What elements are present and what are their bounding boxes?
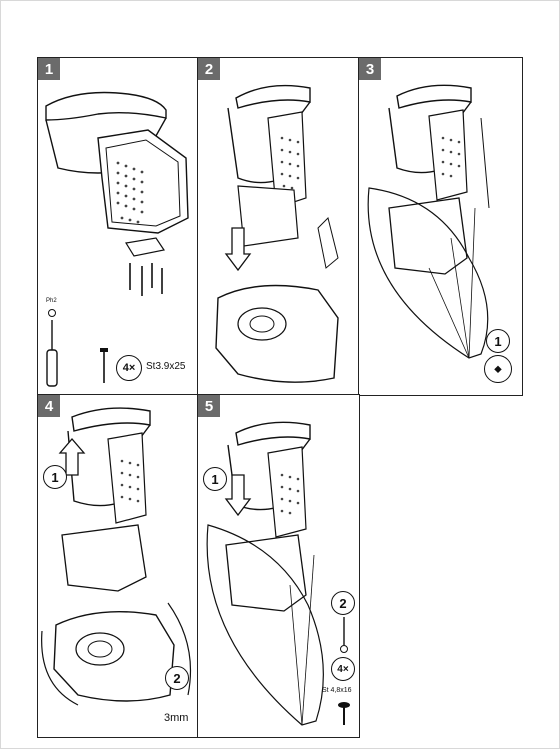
armrest-fitting-illustration [367, 84, 490, 359]
screw-spec-label: St 4,8x16 [322, 687, 352, 694]
screw-spec-label: St3.9x25 [146, 361, 186, 372]
step-3-panel: 3 1 ⬥ [358, 57, 523, 396]
step-number-badge: 1 [38, 58, 60, 80]
hex-key-size-label: 3mm [164, 712, 189, 724]
callout-circle: 1 [203, 467, 227, 491]
armrest-screw-fixing-illustration [206, 421, 350, 726]
step-1-panel: 1 Ph2 4× St3.9x25 [37, 57, 199, 396]
step-4-panel: 4 1 2 3mm [37, 394, 199, 738]
step-number-badge: 2 [198, 58, 220, 80]
screw-count-badge: 4× [331, 657, 355, 681]
screw-count-badge: 4× [116, 355, 142, 381]
hand-tool-icon: ⬥ [484, 355, 512, 383]
armrest-lowering-illustration [215, 84, 339, 383]
callout-circle: 1 [486, 329, 510, 353]
armrest-removal-illustration [41, 407, 191, 706]
callout-circle: 1 [43, 465, 67, 489]
step-number-badge: 5 [198, 395, 220, 417]
callout-circle: 2 [165, 666, 189, 690]
step-5-panel: 5 1 2 4× St 4,8x16 [197, 394, 360, 738]
callout-circle: 2 [331, 591, 355, 615]
step-2-panel: 2 [197, 57, 360, 396]
screwdriver-label: Ph2 [46, 298, 57, 304]
step-number-badge: 4 [38, 395, 60, 417]
armrest-assembly-illustration [45, 91, 189, 387]
step-number-badge: 3 [359, 58, 381, 80]
